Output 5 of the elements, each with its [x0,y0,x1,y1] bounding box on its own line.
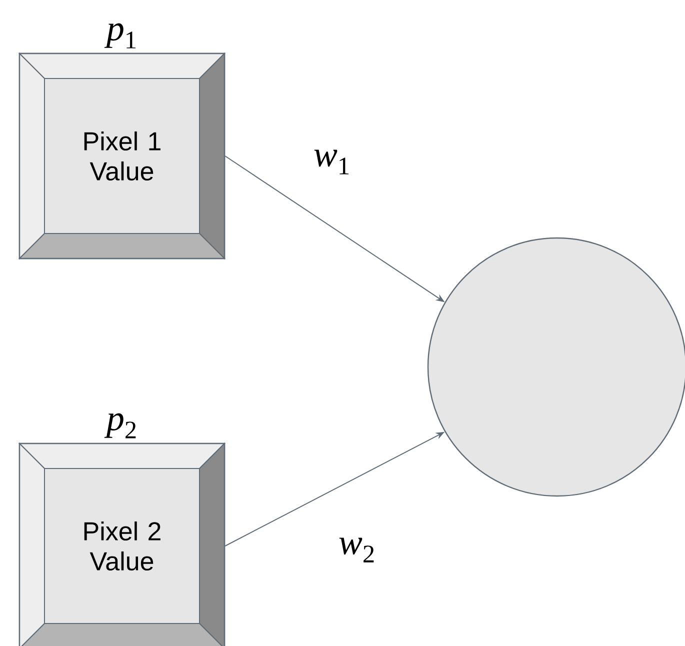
box-heading: p$_{2}$ [104,413,136,438]
edge-label: w$_{2}$ [339,538,374,562]
edge-label: w$_{1}$ [314,150,349,174]
circle [427,237,685,497]
box-heading: p$_{1}$ [104,23,136,48]
